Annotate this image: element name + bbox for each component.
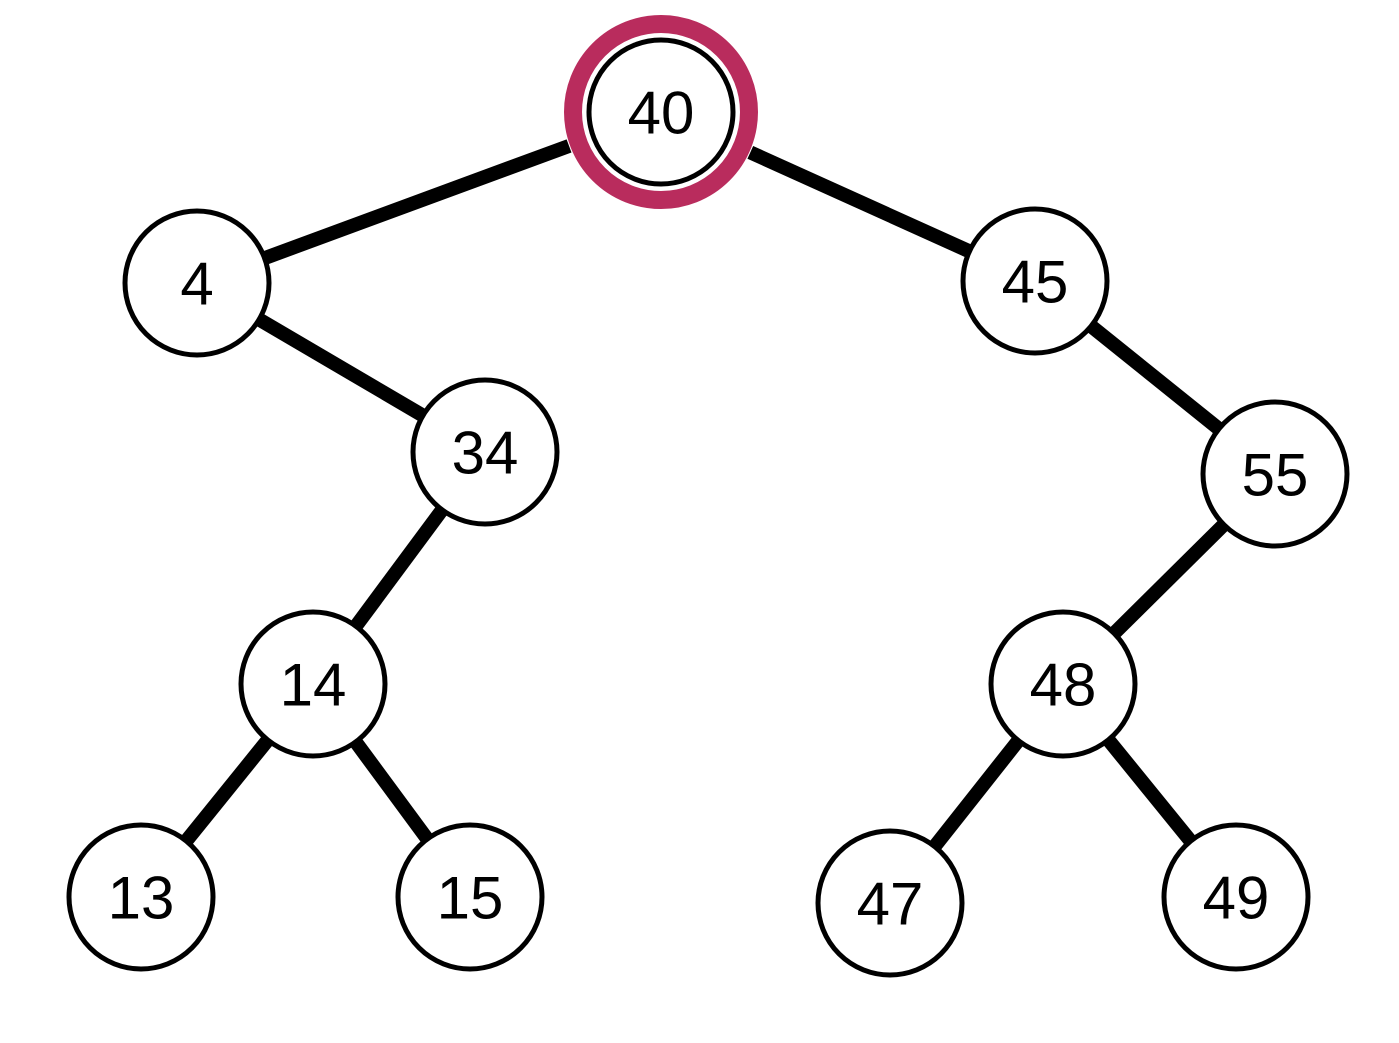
tree-edge-34-14: [350, 506, 448, 630]
node-label-45: 45: [1002, 249, 1069, 316]
tree-node-34[interactable]: 34: [410, 377, 560, 527]
node-label-49: 49: [1203, 865, 1270, 932]
node-circle-13[interactable]: [66, 822, 216, 972]
nodes-layer: 40 4 45 34 55 14 48 13 15 47 49: [66, 15, 1350, 978]
node-label-14: 14: [280, 652, 347, 719]
node-label-40: 40: [628, 80, 695, 147]
tree-edge-14-13: [181, 736, 273, 845]
tree-node-14[interactable]: 14: [238, 609, 388, 759]
tree-edge-48-49: [1103, 736, 1196, 845]
node-circle-15[interactable]: [395, 822, 545, 972]
node-circle-47[interactable]: [815, 828, 965, 978]
node-circle-48[interactable]: [988, 609, 1138, 759]
tree-edge-55-48: [1109, 520, 1229, 638]
node-label-4: 4: [180, 251, 213, 318]
node-circle-34[interactable]: [410, 377, 560, 527]
node-circle-55[interactable]: [1200, 399, 1350, 549]
tree-edge-4-34: [256, 313, 426, 422]
tree-edge-48-47: [929, 736, 1024, 851]
edges-layer: [181, 139, 1229, 851]
tree-edge-14-15: [350, 738, 433, 843]
tree-node-13[interactable]: 13: [66, 822, 216, 972]
node-highlight-ring-40: [564, 15, 758, 209]
tree-edge-40-45: [747, 145, 972, 258]
tree-node-55[interactable]: 55: [1200, 399, 1350, 549]
node-circle-4[interactable]: [122, 208, 272, 358]
tree-node-45[interactable]: 45: [960, 206, 1110, 356]
node-circle-49[interactable]: [1161, 822, 1311, 972]
node-label-34: 34: [452, 420, 519, 487]
node-circle-45[interactable]: [960, 206, 1110, 356]
node-label-48: 48: [1030, 652, 1097, 719]
node-circle-40[interactable]: [586, 37, 736, 187]
tree-node-40[interactable]: 40: [564, 15, 758, 209]
node-label-55: 55: [1242, 442, 1309, 509]
tree-node-15[interactable]: 15: [395, 822, 545, 972]
tree-node-4[interactable]: 4: [122, 208, 272, 358]
tree-edge-45-55: [1087, 321, 1223, 434]
node-label-13: 13: [108, 865, 175, 932]
node-label-47: 47: [857, 871, 924, 938]
tree-node-47[interactable]: 47: [815, 828, 965, 978]
node-circle-14[interactable]: [238, 609, 388, 759]
tree-node-49[interactable]: 49: [1161, 822, 1311, 972]
tree-edge-40-4: [263, 139, 572, 265]
node-label-15: 15: [437, 865, 504, 932]
tree-node-48[interactable]: 48: [988, 609, 1138, 759]
